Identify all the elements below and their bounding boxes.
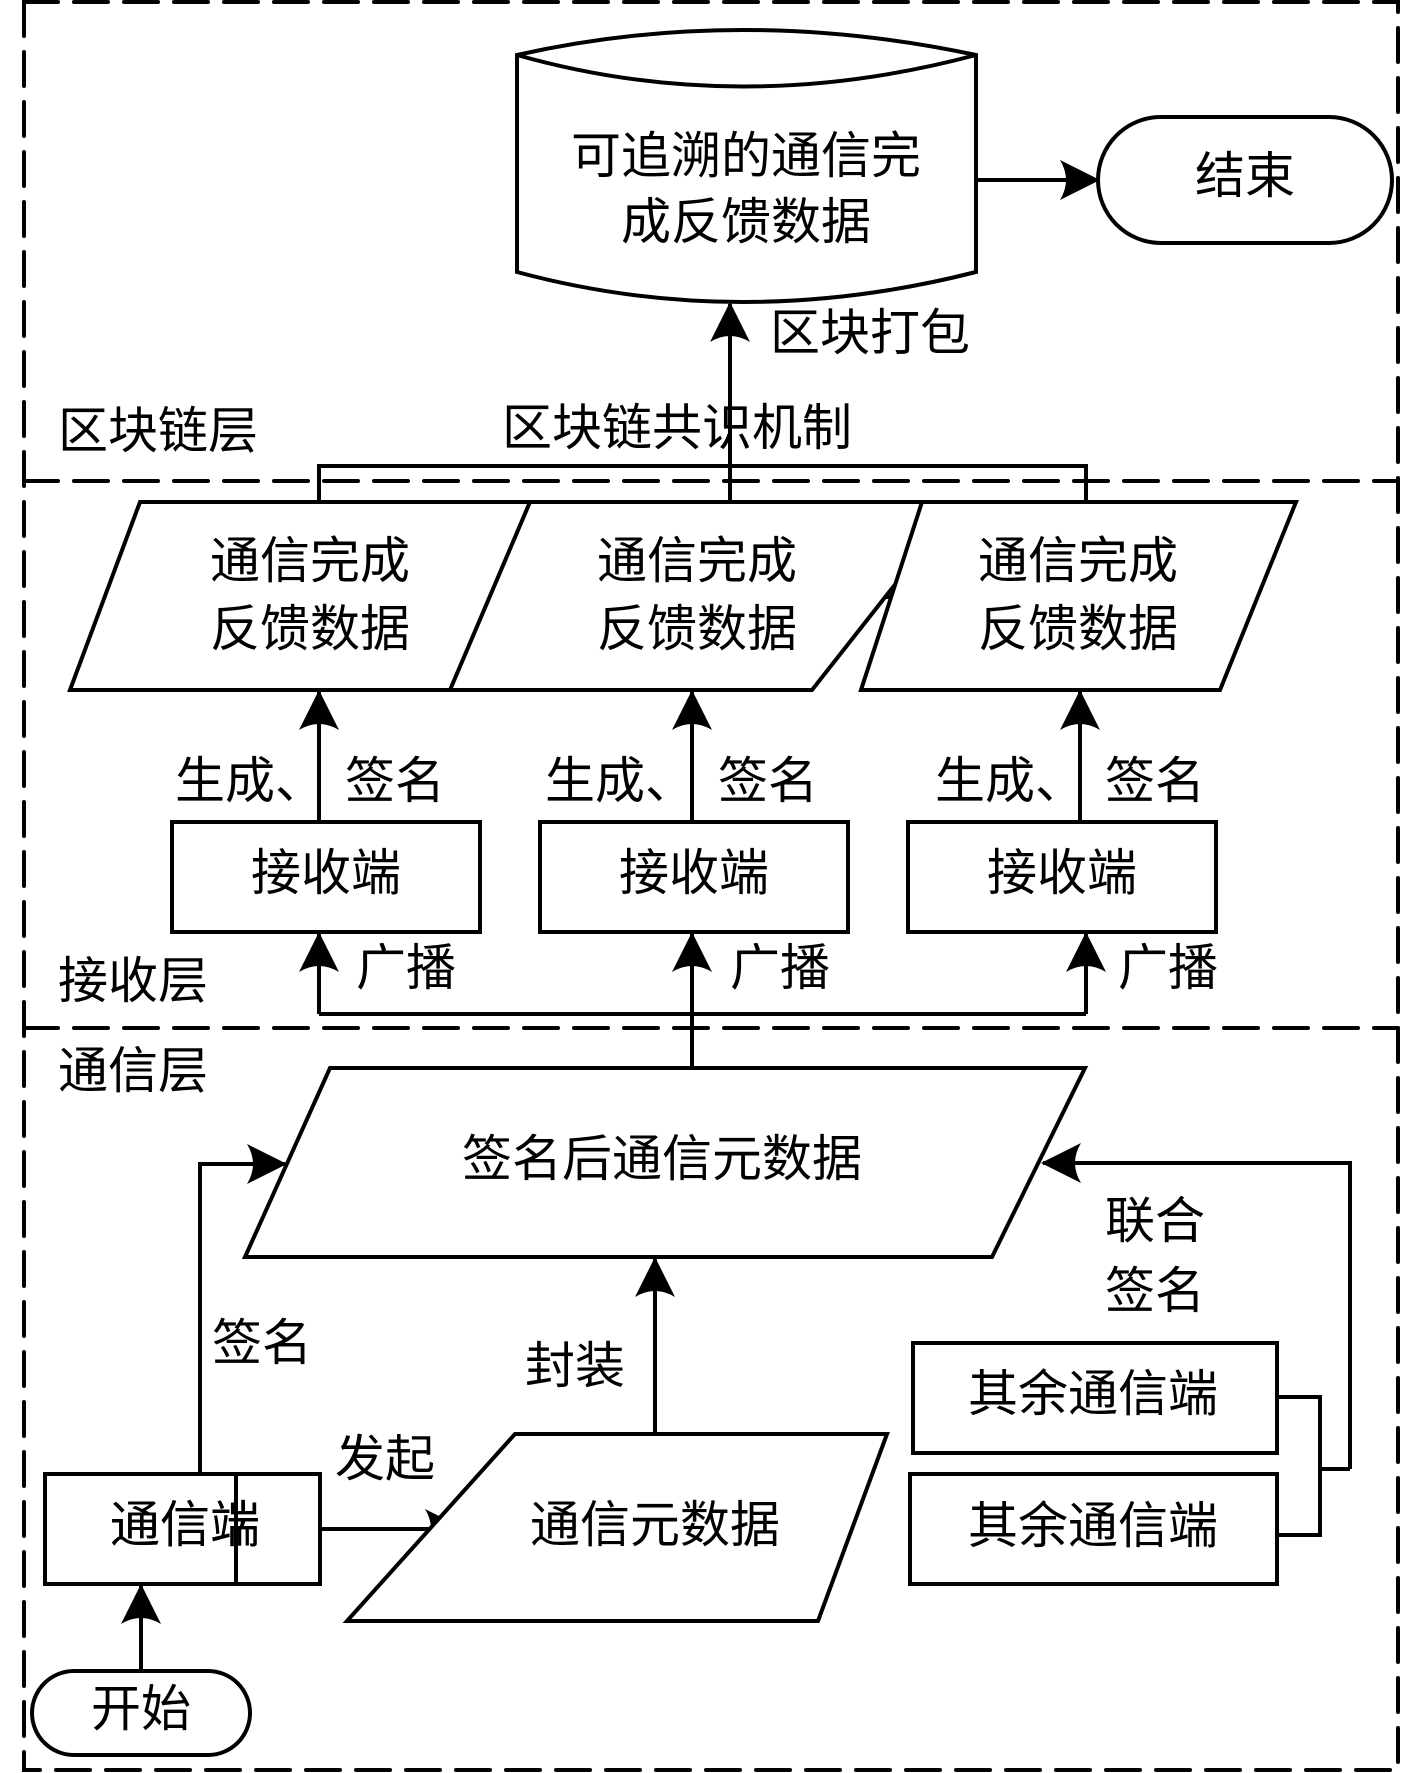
feedback-data-2: 通信完成 反馈数据 xyxy=(446,500,965,692)
feedback-3-line-1: 通信完成 xyxy=(978,532,1178,590)
edge-label-gen-2: 生成、 xyxy=(545,752,695,810)
feedback-data-3: 通信完成 反馈数据 xyxy=(858,500,1299,692)
other-terminal-1: 其余通信端 xyxy=(911,1341,1279,1455)
edge-label-consensus: 区块链共识机制 xyxy=(502,399,852,457)
start-label: 开始 xyxy=(91,1680,191,1738)
signed-metadata: 签名后通信元数据 xyxy=(241,1066,1089,1259)
feedback-2-line-1: 通信完成 xyxy=(597,532,797,590)
other-terminals-bracket xyxy=(1277,1395,1322,1537)
edge-label-sign-3: 签名 xyxy=(1105,752,1205,810)
feedback-1-line-1: 通信完成 xyxy=(210,532,410,590)
arrow-sign xyxy=(198,1144,287,1475)
traceable-feedback-database: 可追溯的通信完 成反馈数据 xyxy=(515,28,978,304)
feedback-3-line-2: 反馈数据 xyxy=(978,600,1178,658)
edge-label-initiate: 发起 xyxy=(335,1430,435,1488)
layer-label-communication: 通信层 xyxy=(58,1042,208,1100)
edge-label-joint-sign: 签名 xyxy=(1105,1262,1205,1320)
edge-label-sign: 签名 xyxy=(212,1314,312,1372)
layer-label-blockchain: 区块链层 xyxy=(58,402,258,460)
other-terminal-2-label: 其余通信端 xyxy=(968,1497,1218,1555)
communication-terminal: 通信端 xyxy=(43,1472,260,1586)
edge-label-joint: 联合 xyxy=(1105,1192,1205,1250)
edge-label-gen-1: 生成、 xyxy=(175,752,325,810)
feedback-2-line-2: 反馈数据 xyxy=(597,600,797,658)
receiver-3: 接收端 xyxy=(906,820,1218,934)
receiver-2-label: 接收端 xyxy=(619,844,769,902)
edge-label-block-pack: 区块打包 xyxy=(770,304,970,362)
edge-label-broadcast-3: 广播 xyxy=(1118,939,1218,997)
consensus-bus xyxy=(317,464,1088,502)
feedback-1-line-2: 反馈数据 xyxy=(210,600,410,658)
receiver-2: 接收端 xyxy=(538,820,850,934)
receiver-1: 接收端 xyxy=(170,820,482,934)
edge-label-sign-1: 签名 xyxy=(345,752,445,810)
communication-metadata: 通信元数据 xyxy=(342,1432,890,1623)
receiver-1-label: 接收端 xyxy=(251,844,401,902)
start-node: 开始 xyxy=(30,1669,252,1757)
signed-metadata-label: 签名后通信元数据 xyxy=(462,1130,862,1188)
end-node: 结束 xyxy=(1096,115,1394,245)
edge-label-encapsulate: 封装 xyxy=(525,1337,625,1395)
edge-label-gen-3: 生成、 xyxy=(935,752,1085,810)
edge-label-sign-2: 签名 xyxy=(718,752,818,810)
outer-boundary xyxy=(22,0,1400,1772)
feedback-data-1: 通信完成 反馈数据 xyxy=(67,500,533,692)
comm-terminal-label-overlay: 通信端 xyxy=(110,1496,260,1554)
other-terminal-1-label: 其余通信端 xyxy=(968,1365,1218,1423)
traceable-db-line-1: 可追溯的通信完 xyxy=(571,127,921,185)
comm-terminal-label: 通信端 xyxy=(110,1496,260,1554)
other-terminal-2: 其余通信端 xyxy=(908,1472,1279,1586)
receiver-3-label: 接收端 xyxy=(987,844,1137,902)
edge-label-broadcast-1: 广播 xyxy=(356,939,456,997)
edge-label-broadcast-2: 广播 xyxy=(730,939,830,997)
communication-metadata-label: 通信元数据 xyxy=(530,1496,780,1554)
traceable-db-line-2: 成反馈数据 xyxy=(621,193,871,251)
end-label: 结束 xyxy=(1195,147,1295,205)
arrow-joint-sign xyxy=(1041,1143,1352,1469)
layer-label-receiver: 接收层 xyxy=(58,952,208,1010)
